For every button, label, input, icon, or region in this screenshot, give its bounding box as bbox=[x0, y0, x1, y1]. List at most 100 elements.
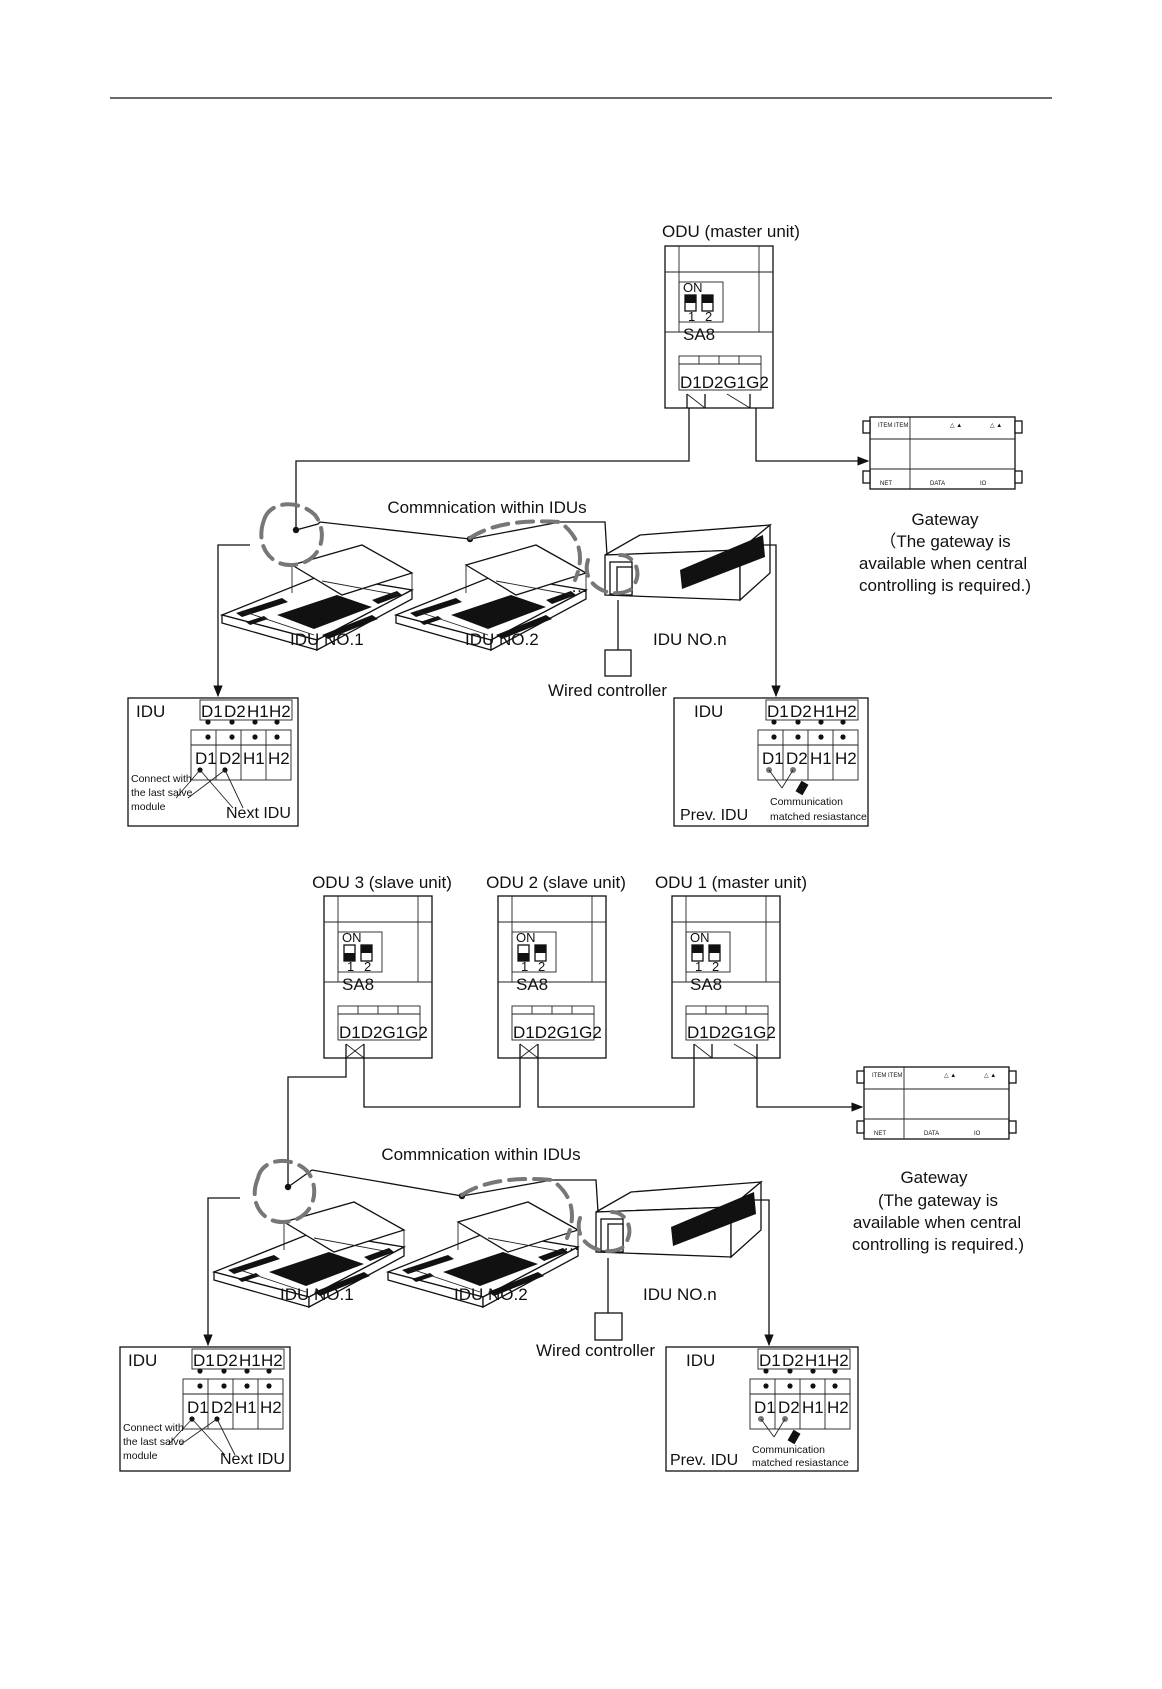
svg-text:D2: D2 bbox=[790, 702, 812, 721]
svg-text:H1: H1 bbox=[802, 1398, 824, 1417]
svg-text:Communication: Communication bbox=[770, 796, 843, 808]
svg-text:1: 1 bbox=[347, 959, 354, 974]
svg-text:IDU: IDU bbox=[136, 702, 165, 721]
svg-text:D1: D1 bbox=[759, 1351, 781, 1370]
idu-terminal-panel-left-2: IDU D1 D2 H1 H2 D1 D2 H1 H2 Connect with… bbox=[119, 1346, 291, 1472]
idu-terminal-panel-right-2: IDU D1 D2 H1 H2 D1 D2 H1 H2 Prev. IDU Co… bbox=[665, 1346, 859, 1472]
idu-no1-label: IDU NO.1 bbox=[290, 630, 364, 649]
idu-terminal-panel-left: IDU D1 D2 H1 H2 D1 D2 H1 H2 Connect with… bbox=[127, 697, 299, 827]
svg-text:H1: H1 bbox=[243, 749, 265, 768]
diagram-multi-odu: ODU 3 (slave unit) ODU 2 (slave unit) OD… bbox=[119, 873, 1024, 1472]
svg-text:D1: D1 bbox=[767, 702, 789, 721]
svg-text:module: module bbox=[123, 1450, 158, 1462]
svg-text:available when central: available when central bbox=[853, 1213, 1021, 1232]
svg-text:H1: H1 bbox=[813, 702, 835, 721]
svg-text:…: … bbox=[563, 1235, 580, 1254]
svg-text:SA8: SA8 bbox=[342, 975, 374, 994]
svg-text:matched resiastance: matched resiastance bbox=[752, 1457, 849, 1469]
svg-text:2: 2 bbox=[712, 959, 719, 974]
svg-text:H1: H1 bbox=[247, 702, 269, 721]
resistor-icon-2 bbox=[787, 1429, 801, 1445]
svg-text:H2: H2 bbox=[835, 702, 857, 721]
svg-text:IDU: IDU bbox=[128, 1351, 157, 1370]
svg-text:D1D2G1G2: D1D2G1G2 bbox=[339, 1023, 428, 1042]
sa8-label: SA8 bbox=[683, 325, 715, 344]
svg-text:ON: ON bbox=[342, 930, 362, 945]
svg-text:SA8: SA8 bbox=[690, 975, 722, 994]
svg-text:Connect with: Connect with bbox=[123, 1422, 184, 1434]
comm-label: Commnication within IDUs bbox=[387, 498, 586, 517]
wired-controller-box bbox=[604, 649, 632, 677]
svg-text:H1: H1 bbox=[239, 1351, 261, 1370]
svg-text:controlling is required.): controlling is required.) bbox=[852, 1235, 1024, 1254]
svg-text:1: 1 bbox=[688, 309, 695, 324]
svg-text:IDU: IDU bbox=[694, 702, 723, 721]
svg-text:（The gateway is: （The gateway is bbox=[879, 532, 1010, 551]
svg-text:D1D2G1G2: D1D2G1G2 bbox=[687, 1023, 776, 1042]
svg-text:1: 1 bbox=[695, 959, 702, 974]
svg-text:D2: D2 bbox=[786, 749, 808, 768]
svg-text:Next IDU: Next IDU bbox=[226, 805, 291, 822]
idu-no2-label: IDU NO.2 bbox=[465, 630, 539, 649]
svg-text:2: 2 bbox=[364, 959, 371, 974]
svg-text:(The gateway is: (The gateway is bbox=[878, 1191, 998, 1210]
diagram-single-odu: ODU (master unit) ON 1 2 SA8 D1D2G1G2 Ga… bbox=[127, 222, 1031, 827]
svg-text:H2: H2 bbox=[827, 1398, 849, 1417]
wired-controller-box-2 bbox=[594, 1312, 623, 1341]
svg-text:Next IDU: Next IDU bbox=[220, 1451, 285, 1468]
svg-text:H2: H2 bbox=[827, 1351, 849, 1370]
odu-master-title: ODU (master unit) bbox=[662, 222, 800, 241]
svg-text:2: 2 bbox=[705, 309, 712, 324]
svg-text:D2: D2 bbox=[219, 749, 241, 768]
svg-text:1: 1 bbox=[521, 959, 528, 974]
odu3-title: ODU 3 (slave unit) bbox=[312, 873, 452, 892]
switch-on-label: ON bbox=[683, 280, 703, 295]
resistor-icon bbox=[795, 780, 809, 796]
svg-text:ON: ON bbox=[690, 930, 710, 945]
svg-text:D2: D2 bbox=[224, 702, 246, 721]
svg-text:H1: H1 bbox=[235, 1398, 257, 1417]
odu1-master-unit: ON 1 2 SA8 D1D2G1G2 bbox=[671, 895, 781, 1059]
comm-label-2: Commnication within IDUs bbox=[381, 1145, 580, 1164]
odu3-slave-unit: ON 1 2 SA8 D1D2G1G2 bbox=[323, 895, 433, 1059]
svg-text:H2: H2 bbox=[269, 702, 291, 721]
odu1-title: ODU 1 (master unit) bbox=[655, 873, 807, 892]
svg-text:D2: D2 bbox=[216, 1351, 238, 1370]
svg-text:D2: D2 bbox=[778, 1398, 800, 1417]
svg-text:the last salve: the last salve bbox=[123, 1436, 184, 1448]
svg-text:Prev. IDU: Prev. IDU bbox=[670, 1452, 738, 1469]
odu2-slave-unit: ON 1 2 SA8 D1D2G1G2 bbox=[497, 895, 607, 1059]
idu-no2-label-2: IDU NO.2 bbox=[454, 1285, 528, 1304]
svg-text:D2: D2 bbox=[211, 1398, 233, 1417]
svg-text:D1: D1 bbox=[195, 749, 217, 768]
idu-non-label-2: IDU NO.n bbox=[643, 1285, 717, 1304]
svg-text:H1: H1 bbox=[805, 1351, 827, 1370]
idu-non-label: IDU NO.n bbox=[653, 630, 727, 649]
gateway-device bbox=[862, 416, 1023, 490]
svg-text:Connect with: Connect with bbox=[131, 773, 192, 785]
wired-controller-label: Wired controller bbox=[548, 681, 667, 700]
svg-text:Communication: Communication bbox=[752, 1444, 825, 1456]
svg-text:D1: D1 bbox=[754, 1398, 776, 1417]
svg-text:H2: H2 bbox=[835, 749, 857, 768]
svg-text:2: 2 bbox=[538, 959, 545, 974]
svg-text:H2: H2 bbox=[268, 749, 290, 768]
svg-text:H2: H2 bbox=[260, 1398, 282, 1417]
svg-text:available when central: available when central bbox=[859, 554, 1027, 573]
svg-text:the last salve: the last salve bbox=[131, 787, 192, 799]
svg-text:D1: D1 bbox=[193, 1351, 215, 1370]
terminal-labels: D1D2G1G2 bbox=[680, 373, 769, 392]
svg-text:module: module bbox=[131, 801, 166, 813]
idu-no1-label-2: IDU NO.1 bbox=[280, 1285, 354, 1304]
idu-non-duct-2 bbox=[595, 1181, 762, 1258]
svg-text:D1: D1 bbox=[187, 1398, 209, 1417]
gateway-label: Gateway bbox=[911, 510, 979, 529]
svg-text:D1D2G1G2: D1D2G1G2 bbox=[513, 1023, 602, 1042]
svg-text:controlling is required.): controlling is required.) bbox=[859, 576, 1031, 595]
svg-text:D1: D1 bbox=[201, 702, 223, 721]
svg-text:ON: ON bbox=[516, 930, 536, 945]
svg-text:SA8: SA8 bbox=[516, 975, 548, 994]
svg-text:IDU: IDU bbox=[686, 1351, 715, 1370]
svg-text:D1: D1 bbox=[762, 749, 784, 768]
